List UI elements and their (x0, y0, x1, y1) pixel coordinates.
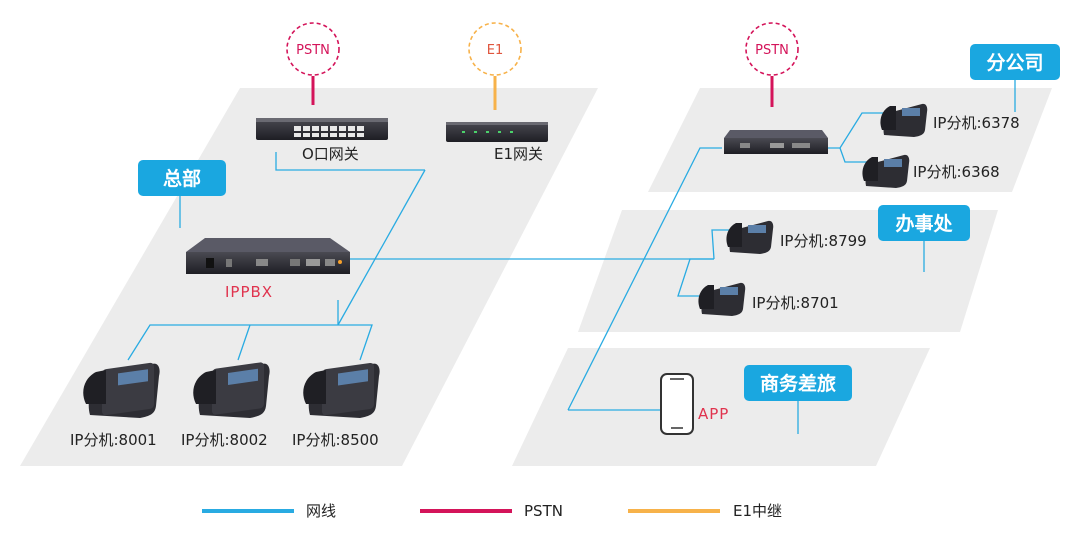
pstn-circle-hq: PSTN (286, 22, 340, 76)
phone-office-8701 (698, 282, 746, 316)
pstn-circle-branch: PSTN (745, 22, 799, 76)
extension-label-8701: IP分机:8701 (752, 294, 839, 312)
app-label: APP (698, 405, 729, 423)
extension-label-6378: IP分机:6378 (933, 114, 1020, 132)
e1-circle: E1 (468, 22, 522, 76)
svg-text:E1中继: E1中继 (733, 502, 782, 520)
phone-branch-6378 (880, 103, 928, 137)
ippbx-device (186, 238, 350, 274)
extension-label-8500: IP分机:8500 (292, 431, 379, 449)
region-tag-office: 办事处 (878, 205, 970, 272)
o-port-gateway-label: O口网关 (302, 145, 359, 163)
legend-pstn: PSTN (420, 502, 563, 520)
svg-text:总部: 总部 (163, 167, 201, 190)
svg-text:PSTN: PSTN (755, 43, 789, 58)
e1-gateway-label: E1网关 (494, 145, 543, 163)
branch-platform (648, 88, 1052, 192)
branch-gateway-device (724, 130, 828, 154)
ippbx-label: IPPBX (225, 283, 273, 301)
phone-hq-8500 (303, 362, 380, 418)
network-cables (127, 112, 887, 411)
extension-label-8001: IP分机:8001 (70, 431, 157, 449)
extension-label-8002: IP分机:8002 (181, 431, 268, 449)
svg-text:商务差旅: 商务差旅 (760, 372, 836, 395)
region-tag-hq: 总部 (138, 160, 226, 228)
phone-hq-8001 (83, 362, 160, 418)
o-port-gateway-device (256, 118, 388, 140)
e1-gateway-device (446, 122, 548, 142)
svg-text:E1: E1 (487, 43, 504, 58)
svg-text:网线: 网线 (306, 502, 336, 520)
region-tag-travel: 商务差旅 (744, 365, 852, 434)
extension-label-8799: IP分机:8799 (780, 232, 867, 250)
legend-e1: E1中继 (628, 502, 782, 520)
mobile-phone-icon (660, 373, 694, 435)
extension-label-6368: IP分机:6368 (913, 163, 1000, 181)
svg-text:PSTN: PSTN (524, 502, 563, 520)
region-tag-branch: 分公司 (970, 44, 1060, 112)
legend-network: 网线 (202, 502, 336, 520)
svg-text:办事处: 办事处 (895, 212, 953, 235)
legend: 网线 PSTN E1中继 (202, 502, 782, 520)
phone-hq-8002 (193, 362, 270, 418)
phone-office-8799 (726, 220, 774, 254)
svg-text:分公司: 分公司 (986, 52, 1043, 74)
hq-platform (20, 88, 598, 466)
phone-branch-6368 (862, 154, 910, 188)
svg-text:PSTN: PSTN (296, 43, 330, 58)
